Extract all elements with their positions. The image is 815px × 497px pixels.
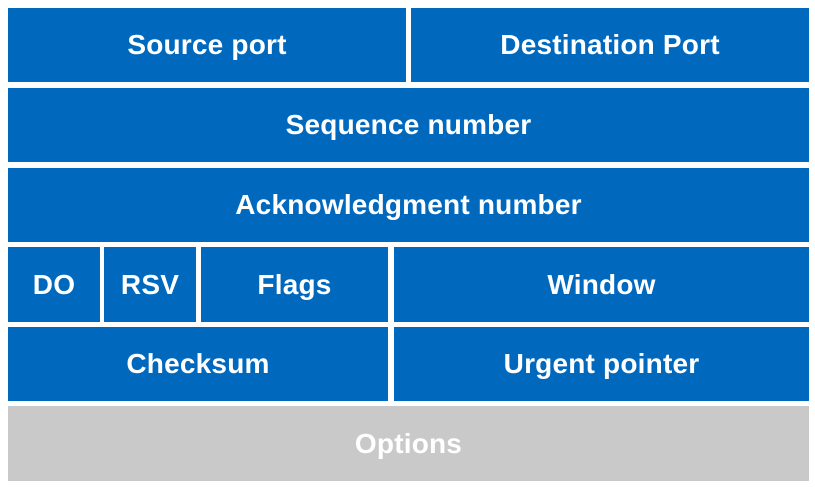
field-checksum: Checksum [8,327,388,401]
field-sequence-number: Sequence number [8,88,809,162]
field-destination-port: Destination Port [411,8,809,82]
field-window: Window [394,247,809,322]
field-options: Options [8,406,809,481]
field-acknowledgment-number: Acknowledgment number [8,168,809,242]
field-urgent-pointer: Urgent pointer [394,327,809,401]
field-flags: Flags [201,247,388,322]
field-source-port: Source port [8,8,406,82]
field-reserved: RSV [104,247,196,322]
field-data-offset: DO [8,247,100,322]
